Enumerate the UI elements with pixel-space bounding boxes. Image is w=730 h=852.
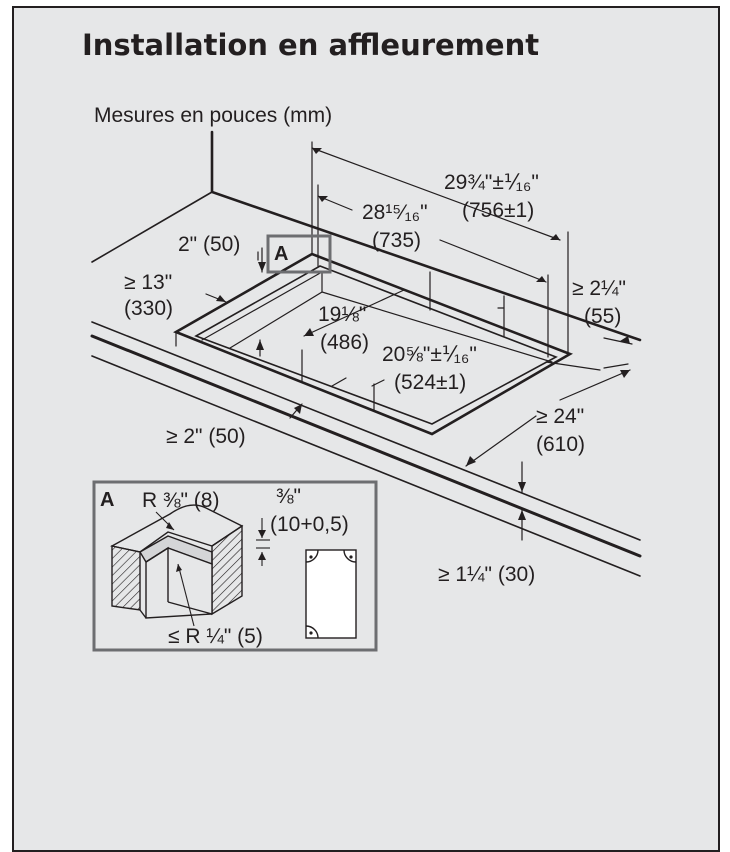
side-clearance-in: ≥ 13" (124, 271, 173, 294)
detail-a-label: A (100, 489, 115, 511)
cutout-width-mm: (735) (372, 229, 422, 252)
back-clearance-mm: (55) (584, 305, 622, 328)
front-clearance: ≥ 2" (50) (166, 425, 246, 448)
overall-width-in: 29¾"±⅟₁₆" (444, 171, 539, 194)
counter-top-front-edge (91, 321, 641, 541)
counter-front-edge (90, 334, 642, 558)
side-clearance-mm: (330) (124, 297, 174, 320)
counter-depth-mm: (610) (536, 433, 586, 456)
rebate-outline (173, 252, 573, 436)
overall-depth-mm: (524±1) (394, 371, 467, 394)
page-title: Installation en affleurement (82, 28, 540, 62)
detail-marker-box (266, 234, 332, 274)
diagram-panel (12, 6, 720, 852)
units-note: Mesures en pouces (mm) (94, 104, 333, 127)
back-clearance-in: ≥ 2¼" (572, 277, 627, 300)
overall-width-mm: (756±1) (462, 199, 535, 222)
rebate-height-mm: (10+0,5) (270, 513, 349, 536)
wall-left-edge (91, 191, 213, 263)
cutout-depth-in: 19⅛" (318, 303, 367, 326)
counter-thickness: ≥ 1¼" (30) (438, 563, 536, 586)
cutout-width-in: 28¹⁵⁄₁₆" (362, 201, 428, 224)
corner-radius: R ⅜" (8) (142, 489, 220, 512)
cutout-outline (194, 265, 558, 425)
detail-marker-label: A (274, 243, 289, 265)
overall-depth-in: 20⅝"±⅟₁₆" (382, 343, 477, 366)
inner-radius: ≤ R ¼" (5) (168, 625, 263, 648)
counter-depth-in: ≥ 24" (536, 405, 585, 428)
rebate-height-in: ⅜" (276, 485, 301, 508)
cutout-depth-mm: (486) (320, 331, 370, 354)
counter-bottom-edge (91, 355, 641, 577)
detail-a-inset (92, 480, 378, 652)
rebate-width: 2" (50) (178, 233, 241, 256)
